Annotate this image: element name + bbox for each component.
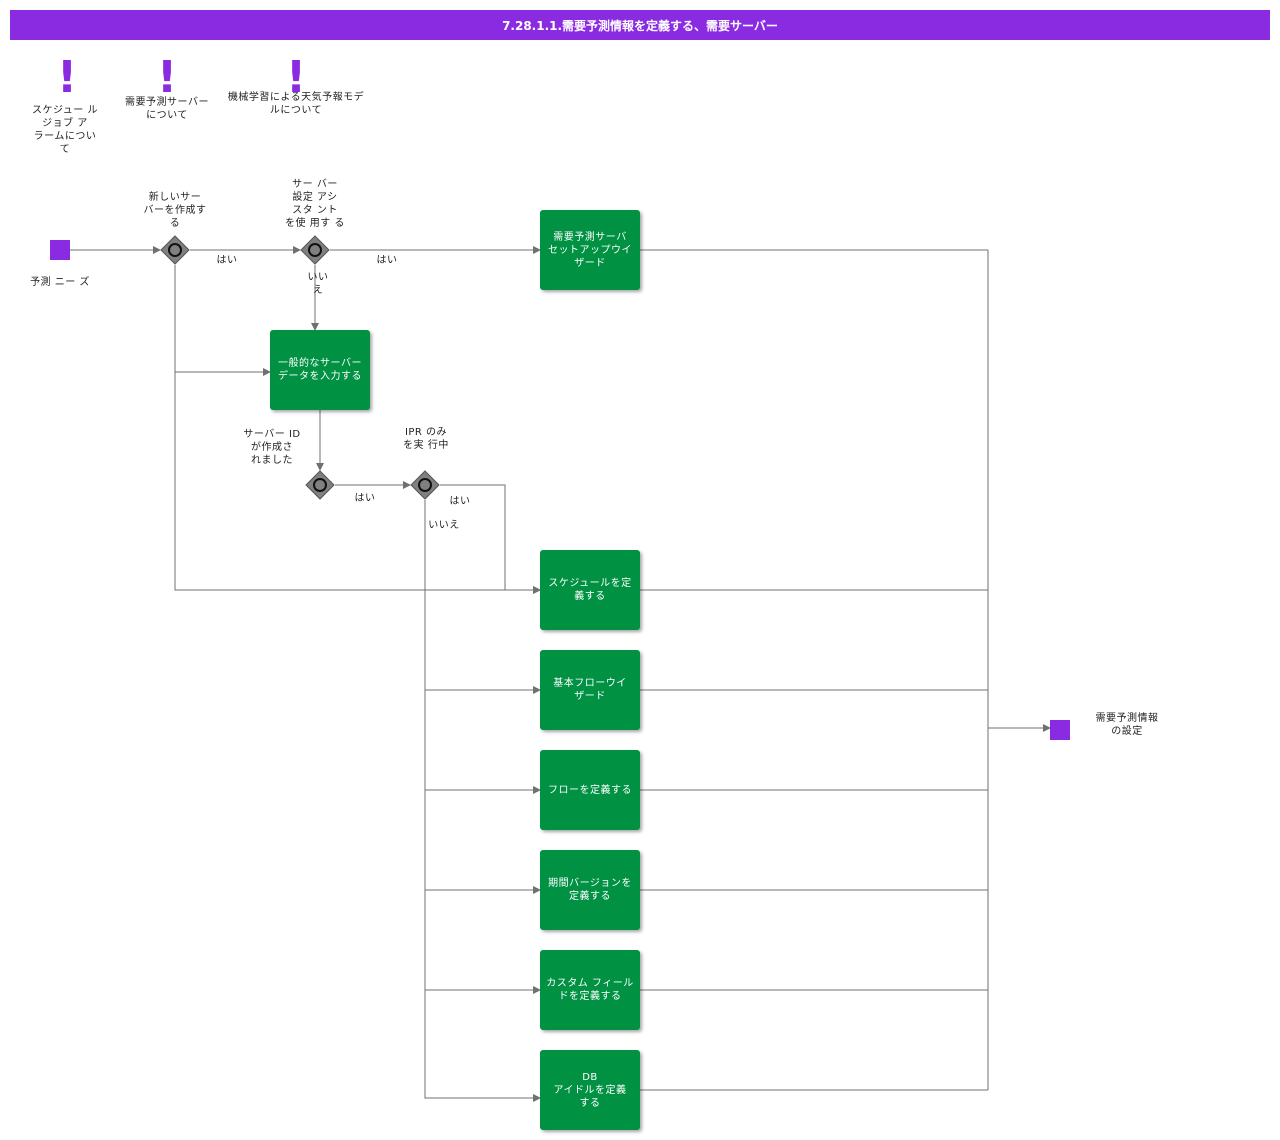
note-label: スケジュー ル ジョブ ア ラームについ て: [32, 105, 98, 155]
start-event-label: 予測 ニー ズ: [30, 277, 90, 288]
task-define-flow[interactable]: フローを定義する: [540, 750, 640, 830]
gateway-label: サー バー 設定 アシ スタ ント を使 用す る: [285, 179, 345, 229]
gateway-ipr-only[interactable]: [410, 470, 440, 500]
end-event[interactable]: [1050, 720, 1070, 740]
end-event-label: 需要予測情報 の設定: [1095, 713, 1159, 737]
flow-g1-to-schedule: [174, 265, 541, 594]
flow-g4-yes: [440, 484, 541, 594]
diagram-title: 7.28.1.1.需要予測情報を定義する、需要サーバー: [10, 10, 1270, 40]
gateway-server-id[interactable]: [305, 470, 335, 500]
flow-label-yes: はい: [449, 496, 471, 507]
exclamation-icon: !: [286, 52, 307, 103]
flow-label-no: いいえ: [428, 520, 460, 531]
task-define-db-idle[interactable]: DB アイドルを定義 する: [540, 1050, 640, 1130]
gateway-label: 新しいサー バーを作成す る: [143, 192, 207, 229]
task-define-schedule[interactable]: スケジュールを定 義する: [540, 550, 640, 630]
gateway-new-server[interactable]: [160, 235, 190, 265]
flow-label-yes: はい: [216, 255, 238, 266]
flow-label-no: いい え: [307, 272, 329, 296]
gateway-assistant[interactable]: [300, 235, 330, 265]
note-label: 需要予測サーバー について: [125, 97, 209, 121]
exclamation-icon: !: [157, 52, 178, 103]
task-basic-flow-wizard[interactable]: 基本フローウイ ザード: [540, 650, 640, 730]
task-setup-wizard[interactable]: 需要予測サーバ セットアップウイ ザード: [540, 210, 640, 290]
task-define-custom-field[interactable]: カスタム フィール ドを定義する: [540, 950, 640, 1030]
gateway-label: IPR のみ を実 行中: [403, 427, 449, 451]
flow-label-yes: はい: [354, 493, 376, 504]
gateway-label: サーバー ID が作成さ れました: [243, 429, 301, 466]
start-event[interactable]: [50, 240, 70, 260]
task-general-server-data[interactable]: 一般的なサーバー データを入力する: [270, 330, 370, 410]
exclamation-icon: !: [57, 52, 78, 103]
flow-label-yes: はい: [376, 255, 398, 266]
task-define-period-version[interactable]: 期間バージョンを 定義する: [540, 850, 640, 930]
flow-g4-no-trunk: [424, 500, 541, 1102]
note-label: 機械学習による天気予報モデ ルについて: [227, 92, 365, 116]
